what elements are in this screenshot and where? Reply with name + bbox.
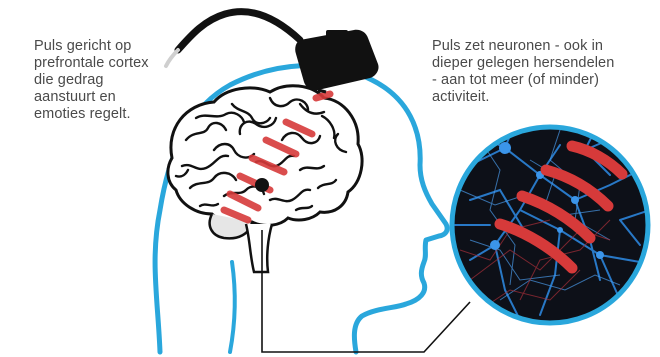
caption-line: dieper gelegen hersendelen xyxy=(432,55,614,72)
brain-outline xyxy=(168,86,362,226)
caption-line: prefrontale cortex xyxy=(34,55,149,72)
neuron-zoom-circle xyxy=(452,110,650,323)
caption-line: activiteit. xyxy=(432,89,614,106)
tms-coil-icon xyxy=(295,30,378,92)
connector-line xyxy=(262,230,470,352)
caption-line: emoties regelt. xyxy=(34,106,149,123)
coil-cable-highlight xyxy=(166,50,178,66)
target-dot-icon xyxy=(255,178,269,192)
caption-line: - aan tot meer (of minder) xyxy=(432,72,614,89)
caption-neuron-activation: Puls zet neuronen - ook in dieper gelege… xyxy=(432,38,614,106)
brainstem xyxy=(246,224,272,272)
caption-prefrontal-pulse: Puls gericht op prefrontale cortex die g… xyxy=(34,38,149,123)
neck-line xyxy=(230,262,235,352)
caption-line: die gedrag xyxy=(34,72,149,89)
caption-line: Puls gericht op xyxy=(34,38,149,55)
caption-line: aanstuurt en xyxy=(34,89,149,106)
coil-cable xyxy=(178,12,300,50)
caption-line: Puls zet neuronen - ook in xyxy=(432,38,614,55)
